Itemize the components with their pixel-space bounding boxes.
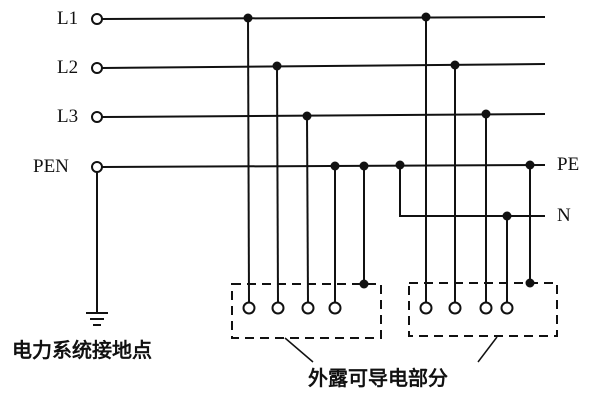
l3-conductor xyxy=(101,113,546,118)
l3-label: L3 xyxy=(57,106,79,127)
junction-dot-icon xyxy=(359,161,369,171)
l3-terminal-icon xyxy=(91,111,103,123)
terminal-icon xyxy=(271,301,285,315)
junction-dot-icon xyxy=(302,111,312,121)
drop-l1-left xyxy=(247,17,250,304)
l2-terminal-icon xyxy=(91,62,103,74)
junction-dot-icon xyxy=(359,279,369,289)
right-equipment-box xyxy=(408,282,558,337)
ground-point-label: 电力系统接地点 xyxy=(12,338,152,362)
l2-label: L2 xyxy=(57,57,79,78)
junction-dot-icon xyxy=(272,61,282,71)
leader-line-right xyxy=(477,336,498,363)
l1-conductor xyxy=(101,16,546,20)
leader-line-left xyxy=(284,337,314,363)
junction-dot-icon xyxy=(525,278,535,288)
terminal-icon xyxy=(479,301,493,315)
pen-label: PEN xyxy=(33,156,69,177)
l1-label: L1 xyxy=(57,8,79,29)
exposed-conductive-parts-label: 外露可导电部分 xyxy=(308,366,448,390)
terminal-icon xyxy=(448,301,462,315)
n-conductor xyxy=(399,165,545,217)
junction-dot-icon xyxy=(481,109,491,119)
drop-l3-left xyxy=(306,115,309,304)
drop-l2-left xyxy=(276,65,279,304)
n-label: N xyxy=(557,205,571,226)
l2-conductor xyxy=(101,63,546,69)
junction-dot-icon xyxy=(421,12,431,22)
pen-terminal-icon xyxy=(91,161,103,173)
terminal-icon xyxy=(242,301,256,315)
junction-dot-icon xyxy=(243,13,253,23)
terminal-icon xyxy=(301,301,315,315)
junction-dot-icon xyxy=(525,160,535,170)
left-equipment-box xyxy=(231,283,382,339)
junction-dot-icon xyxy=(450,60,460,70)
junction-dot-icon xyxy=(502,211,512,221)
junction-dot-icon xyxy=(395,160,405,170)
junction-dot-icon xyxy=(330,161,340,171)
l1-terminal-icon xyxy=(91,13,103,25)
terminal-icon xyxy=(419,301,433,315)
terminal-icon xyxy=(328,301,342,315)
terminal-icon xyxy=(500,301,514,315)
pe-label: PE xyxy=(557,154,580,175)
pen-conductor xyxy=(101,164,546,168)
